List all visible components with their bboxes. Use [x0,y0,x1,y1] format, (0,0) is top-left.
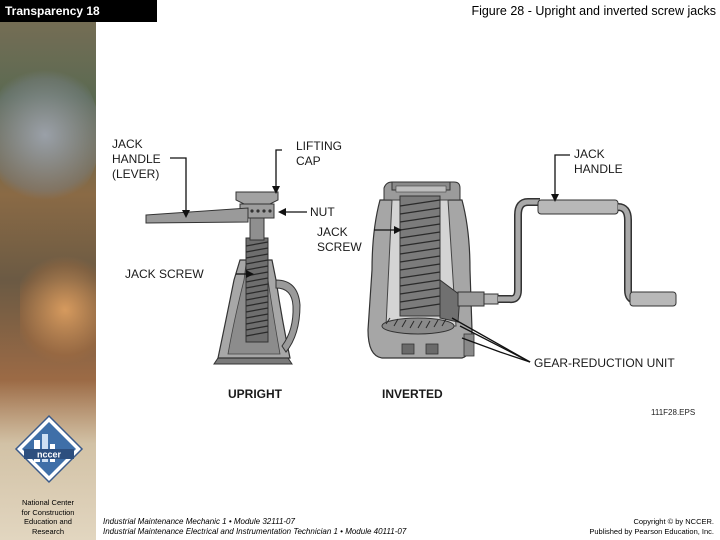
label-jack-handle-line1: JACK [574,147,605,161]
copyright-line-1: Copyright © by NCCER. [633,517,714,526]
figure-code: 111F28.EPS [651,408,696,417]
inverted-jack [367,181,499,359]
label-jack-screw-inverted-line2: SCREW [317,240,362,254]
course-line-2: Industrial Maintenance Electrical and In… [103,527,407,536]
copyright: Copyright © by NCCER. Published by Pears… [589,517,714,537]
leader-lines [170,149,570,363]
label-inverted: INVERTED [382,387,443,401]
screw-jack-diagram: JACK HANDLE (LEVER) LIFTING CAP NUT JACK… [112,137,677,401]
org-line: National Center [21,498,75,507]
course-info: Industrial Maintenance Mechanic 1 • Modu… [103,517,406,537]
label-upright: UPRIGHT [228,387,283,401]
nccer-logo: nccer [14,414,84,484]
label-gear-reduction-unit: GEAR-REDUCTION UNIT [534,356,675,370]
org-line: Education and [24,517,72,526]
logo-text: nccer [37,450,62,460]
label-jack-screw-inverted-line1: JACK [317,225,348,239]
valve-wheel-image [0,60,96,210]
course-line-1: Industrial Maintenance Mechanic 1 • Modu… [103,517,295,526]
label-jack-screw-upright: JACK SCREW [125,267,204,281]
copyright-line-2: Published by Pearson Education, Inc. [589,527,714,536]
label-lifting-cap-line2: CAP [296,154,321,168]
upright-jack [145,191,301,365]
transparency-label: Transparency 18 [0,0,157,22]
label-nut: NUT [310,205,335,219]
org-line: for Construction [21,507,75,517]
label-lifting-cap-line1: LIFTING [296,139,342,153]
copper-pipe-image [20,250,96,370]
organization-name: National Center for Construction Educati… [0,498,96,536]
org-line: Research [31,526,65,536]
label-jack-handle-lever-line3: (LEVER) [112,167,159,181]
crank-handle [498,198,677,307]
label-jack-handle-lever-line1: JACK [112,137,143,151]
label-jack-handle-lever-line2: HANDLE [112,152,161,166]
label-jack-handle-line2: HANDLE [574,162,623,176]
page-title: Figure 28 - Upright and inverted screw j… [471,4,716,18]
